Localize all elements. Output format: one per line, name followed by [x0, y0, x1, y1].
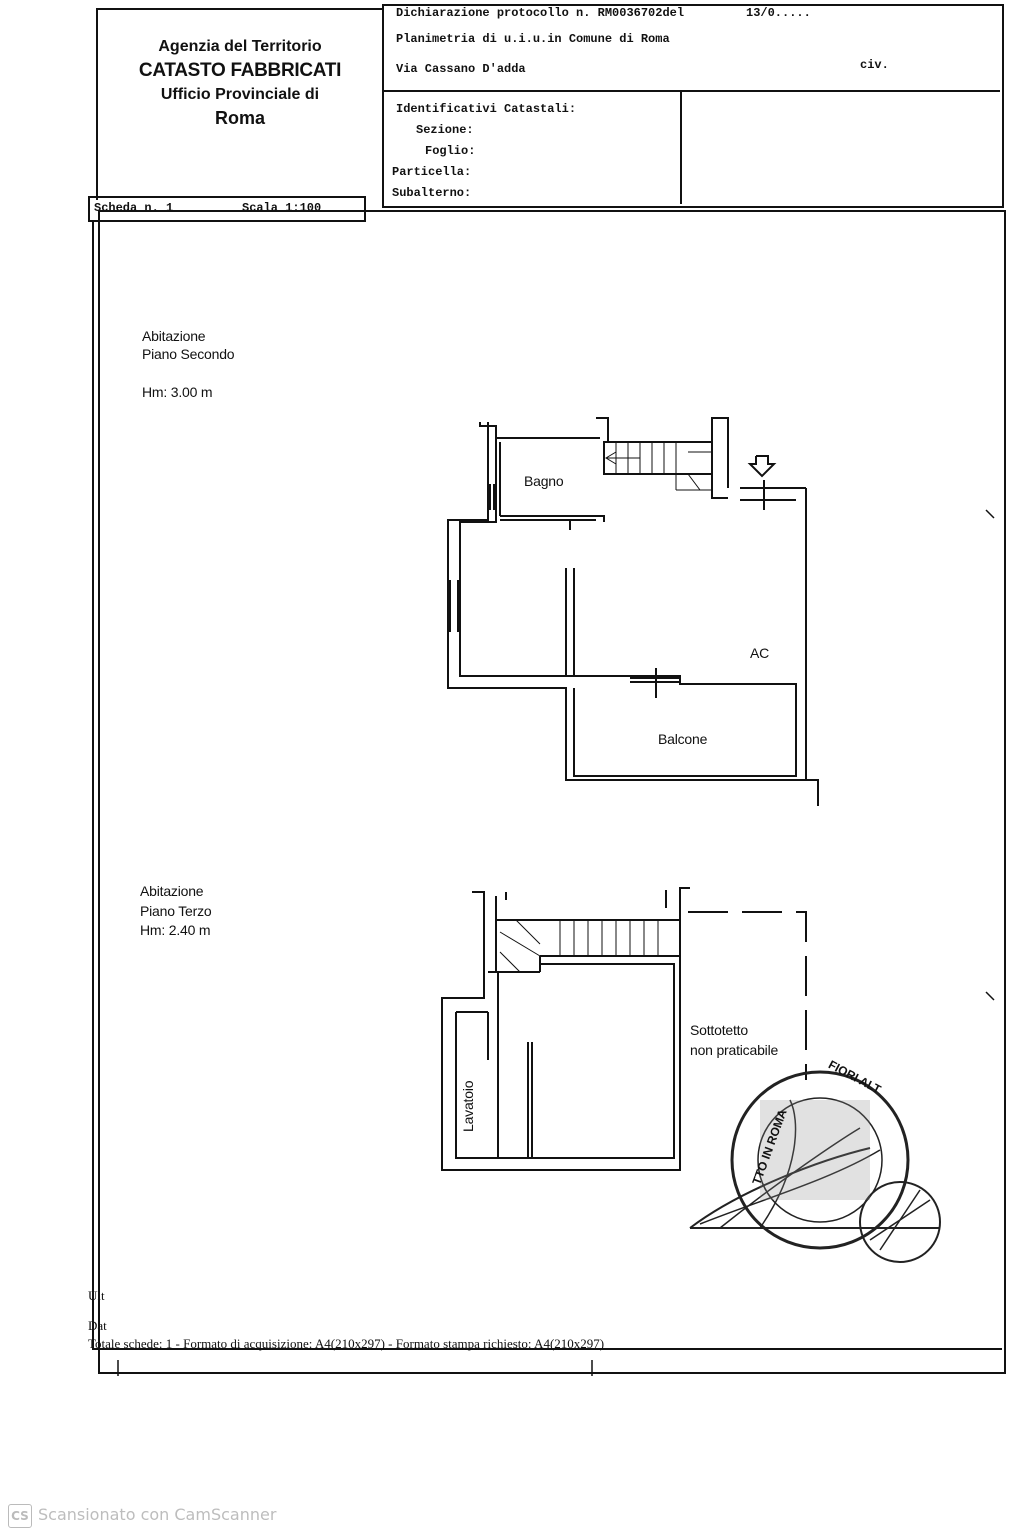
particella-label: Particella:	[392, 165, 472, 179]
floor1-height: Hm: 3.00 m	[142, 384, 213, 400]
room-ac: AC	[750, 645, 770, 661]
declaration-date: 13/0.....	[746, 6, 811, 20]
floor2-title: Abitazione	[140, 883, 204, 899]
floor2-height: Hm: 2.40 m	[140, 922, 211, 938]
stamp-seal	[689, 1070, 941, 1263]
footer-summary: Totale schede: 1 - Formato di acquisizio…	[88, 1336, 605, 1351]
foglio-label: Foglio:	[425, 144, 476, 158]
agency-line3: Ufficio Provinciale di	[160, 86, 320, 103]
camscanner-logo-icon: CS	[8, 1504, 32, 1528]
floor2-plan	[441, 887, 807, 1171]
scheda-box	[88, 196, 366, 222]
room-balcone: Balcone	[658, 731, 708, 747]
sezione-label: Sezione:	[416, 123, 474, 137]
header-right-box	[382, 4, 1004, 208]
agency-block: Agenzia del Territorio CATASTO FABBRICAT…	[100, 38, 380, 129]
floor2-level: Piano Terzo	[140, 903, 212, 919]
identificativi-label: Identificativi Catastali:	[396, 102, 577, 116]
agency-line1: Agenzia del Territorio	[158, 38, 322, 55]
header-vertical-divider	[680, 92, 682, 204]
drawing-frame-inner	[92, 222, 1002, 1350]
room-sottotetto: Sottotetto	[690, 1022, 748, 1038]
drawing-frame	[98, 210, 1006, 1374]
planimetria-text: Planimetria di u.i.u.in Comune di Roma	[396, 32, 670, 46]
room-lavatoio: Lavatoio	[460, 1080, 476, 1132]
room-sottotetto-note: non praticabile	[690, 1042, 779, 1058]
declaration-text: Dichiarazione protocollo n. RM0036702del	[396, 6, 685, 20]
floor1-plan	[447, 417, 819, 806]
address-text: Via Cassano D'adda	[396, 62, 526, 76]
floor1-title: Abitazione	[142, 328, 206, 344]
room-bagno: Bagno	[524, 473, 564, 489]
header-left-box	[96, 8, 384, 200]
subalterno-label: Subalterno:	[392, 186, 472, 200]
header-divider	[382, 90, 1000, 92]
floor1-level: Piano Secondo	[142, 346, 235, 362]
footer-side2: Dat	[88, 1318, 107, 1333]
agency-line4: Roma	[214, 108, 265, 128]
agency-line2: CATASTO FABBRICATI	[138, 60, 342, 81]
camscanner-watermark: Scansionato con CamScanner	[38, 1505, 277, 1524]
footer-side1: Ult	[88, 1288, 105, 1303]
civ-text: civ.	[860, 58, 889, 72]
